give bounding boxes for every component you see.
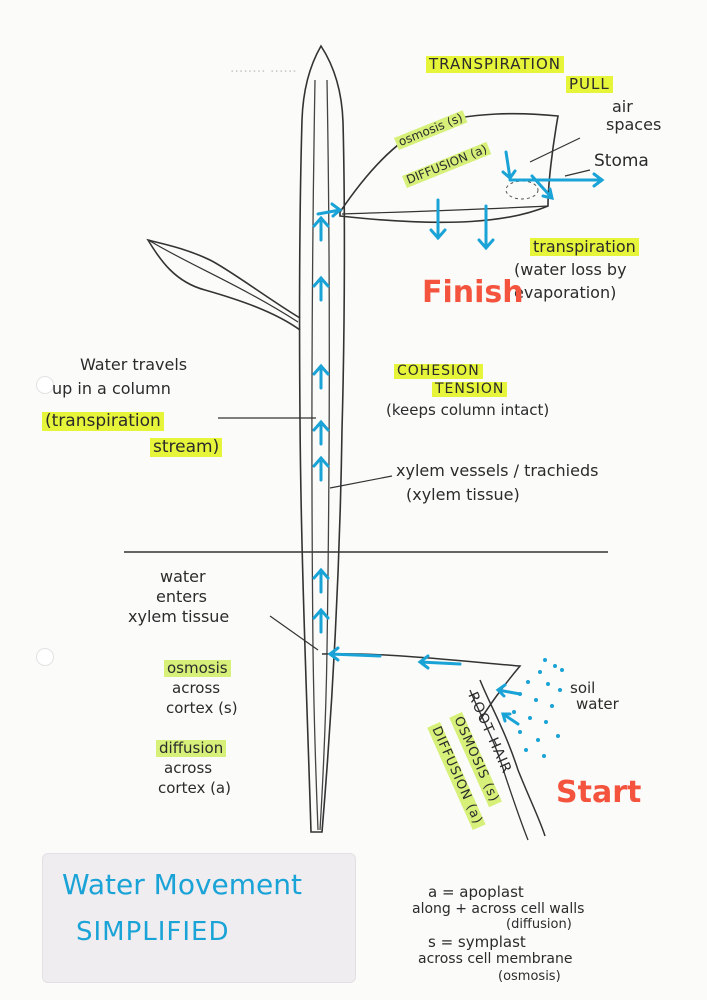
key-line2: along + across cell walls	[412, 901, 585, 917]
punch-hole	[36, 648, 54, 666]
label-xylem-vessels: xylem vessels / trachieds	[396, 461, 599, 480]
up-arrow	[312, 567, 330, 594]
root-hair-line	[479, 679, 546, 837]
down-arrow	[477, 204, 495, 251]
stem-arrows	[312, 215, 330, 634]
pointer-line	[529, 137, 581, 163]
label-osmosis-cortex: osmosis	[164, 660, 231, 677]
title-line1: Water Movement	[62, 868, 302, 901]
label-diffusion-cortex: diffusion	[156, 740, 227, 757]
down-arrow	[429, 198, 447, 241]
up-arrow	[312, 275, 330, 302]
soil-water-dots	[512, 658, 564, 758]
left-arrow	[417, 654, 462, 670]
label-water: water	[160, 567, 206, 586]
stem-outline	[298, 44, 346, 833]
label-enters: enters	[156, 587, 208, 606]
xylem-line	[311, 79, 319, 831]
label-soil: soil	[570, 679, 596, 697]
down-left-arrow	[501, 712, 520, 726]
label-osmosis-cortex-s: cortex (s)	[166, 699, 238, 717]
down-arrow	[501, 150, 517, 181]
label-transpiration-stream: (transpiration	[42, 412, 164, 431]
title-box	[42, 853, 356, 983]
label-transpiration: transpiration	[530, 238, 639, 256]
label-xylem-tissue: (xylem tissue)	[406, 485, 520, 504]
label-spaces: spaces	[606, 115, 662, 134]
down-left-arrow	[495, 683, 522, 698]
pointer-line	[329, 475, 393, 489]
stoma-arrow	[508, 172, 605, 188]
label-transpiration-pull: TRANSPIRATION	[426, 56, 564, 73]
label-tension: TENSION	[432, 381, 508, 398]
up-arrow	[312, 607, 330, 634]
label-start: Start	[556, 775, 642, 810]
title-line2: SIMPLIFIED	[76, 917, 230, 947]
label-keeps-column: (keeps column intact)	[386, 401, 550, 419]
key-line5: across cell membrane	[418, 951, 573, 967]
up-arrow	[312, 455, 330, 482]
root-arrows	[327, 646, 522, 726]
label-up-column: up in a column	[52, 379, 171, 398]
up-arrow	[312, 215, 330, 242]
label-pull: PULL	[566, 76, 613, 93]
left-leaf-vein	[149, 240, 299, 323]
air-space	[505, 180, 539, 200]
key-line6: (osmosis)	[498, 969, 561, 984]
left-arrow	[327, 646, 382, 662]
up-arrow	[312, 363, 330, 390]
pointer-line	[564, 169, 591, 177]
left-leaf	[146, 238, 301, 331]
label-water-travels: Water travels	[80, 355, 188, 374]
leaf-arrows	[316, 150, 605, 251]
punch-hole	[36, 376, 54, 394]
show-through-text: ........ ......	[230, 60, 297, 76]
label-soil-water: water	[576, 695, 619, 713]
key-line3: (diffusion)	[506, 917, 572, 932]
label-diffusion-cortex-a: cortex (a)	[158, 779, 231, 797]
label-water-loss: (water loss by	[514, 260, 627, 279]
right-leaf-vein	[341, 205, 549, 215]
label-evaporation: evaporation)	[514, 283, 617, 302]
right-arrow	[316, 202, 343, 218]
key-line1: a = apoplast	[428, 883, 524, 901]
label-diffusion-across: across	[164, 759, 213, 777]
label-air: air	[612, 97, 633, 116]
label-enters-xylem: xylem tissue	[128, 607, 230, 626]
xylem-line	[319, 79, 330, 831]
pointer-line	[269, 615, 319, 651]
label-stoma: Stoma	[594, 151, 649, 171]
root-hair-line	[469, 689, 529, 841]
label-finish: Finish	[422, 275, 524, 310]
up-arrow	[312, 419, 330, 446]
label-cohesion: COHESION	[394, 363, 483, 380]
key-line4: s = symplast	[428, 933, 526, 951]
label-osmosis-across: across	[172, 679, 221, 697]
label-stream: stream)	[150, 438, 223, 457]
